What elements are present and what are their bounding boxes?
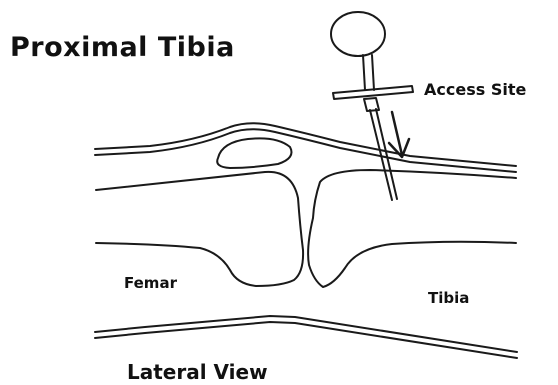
skin-lower-surface <box>95 316 517 358</box>
page-title: Proximal Tibia <box>10 32 235 63</box>
femur-label: Femar <box>124 274 177 292</box>
view-caption: Lateral View <box>127 360 268 384</box>
insertion-arrow-icon <box>389 112 409 157</box>
patella-shape <box>217 138 291 168</box>
femur-outline <box>96 172 303 286</box>
skin-upper-surface <box>95 123 516 172</box>
access-site-label: Access Site <box>424 80 526 99</box>
tibia-label: Tibia <box>428 289 469 307</box>
needle-handle-icon <box>331 12 385 56</box>
tibia-outline <box>308 170 516 287</box>
